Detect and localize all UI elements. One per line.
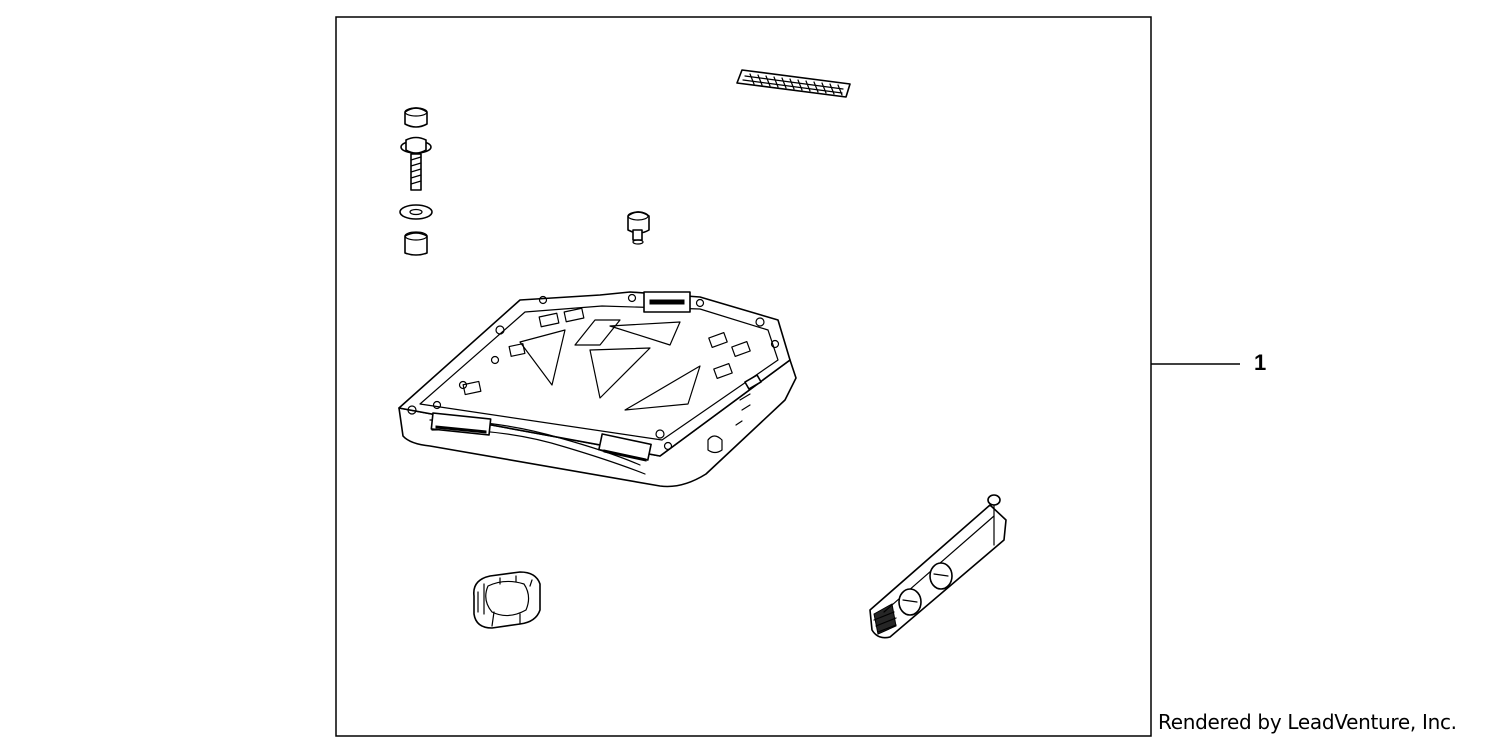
rubber-clamp (473, 571, 541, 629)
diagram-frame (335, 16, 1152, 737)
callout-number[interactable]: 1 (1254, 350, 1267, 375)
bolt-hardware-set (399, 107, 433, 256)
top-box-base-plate (398, 291, 797, 488)
emblem-sticker (736, 69, 851, 98)
mounting-knob (627, 211, 650, 245)
mounting-strap (869, 494, 1007, 639)
render-credit: Rendered by LeadVenture, Inc. (1158, 710, 1457, 734)
